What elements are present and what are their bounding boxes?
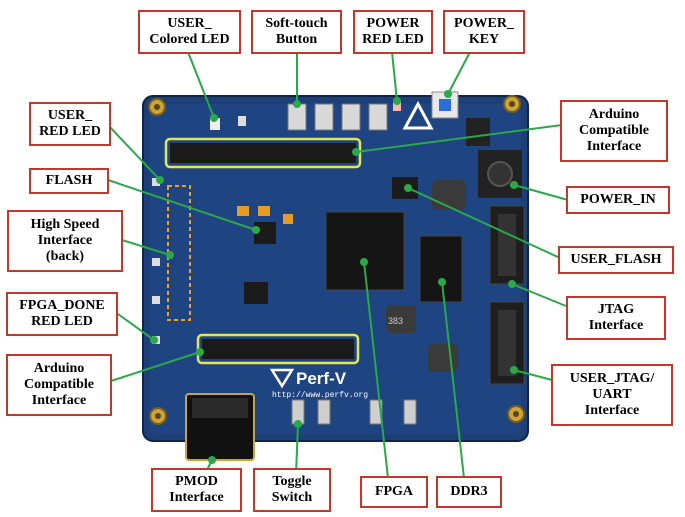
label-user-red-led: USER_ RED LED [29,102,111,146]
arduino-header-top [164,137,362,169]
label-arduino-bottom: Arduino Compatible Interface [6,354,112,416]
power-jack [478,150,522,198]
arduino-header-bottom [196,333,360,365]
label-user-jtag-uart: USER_JTAG/ UART Interface [551,364,673,426]
label-flash: FLASH [29,168,109,194]
soft-touch-buttons [287,103,388,131]
label-soft-touch-button: Soft-touch Button [251,10,342,54]
toggle-switches [291,399,417,425]
board-logo-mark [402,100,434,130]
label-user-colored-led: USER_ Colored LED [138,10,241,54]
caps-orange [237,206,249,216]
label-fpga: FPGA [360,476,428,508]
small-ic-top [466,118,490,146]
jtag-connector [489,205,525,285]
label-ddr3: DDR3 [436,476,502,508]
label-fpga-done: FPGA_DONE RED LED [6,292,118,336]
label-power-key: POWER_ KEY [443,10,525,54]
ddr3-chip [419,235,463,303]
power-led [393,101,401,111]
mounting-holes [148,95,525,425]
label-toggle-switch: Toggle Switch [253,468,331,512]
leader-dots [150,90,518,464]
chip-mark: 383 [388,316,403,326]
small-ic-left [244,282,268,304]
perfv-logo: Perf-V http://www.perfv.org [269,368,368,400]
label-power-in: POWER_IN [566,186,670,214]
led-row-top [210,116,246,130]
label-user-flash: USER_FLASH [558,246,674,274]
label-high-speed: High Speed Interface (back) [7,210,123,272]
cap-orange-2 [258,206,270,216]
flash-chip [254,222,276,244]
pmod-header [185,393,255,461]
cap-orange-3 [283,214,293,224]
leader-lines [107,51,569,479]
inductor-top [432,180,466,210]
logo-text: Perf-V [296,369,347,388]
inductor-bottom-1 [386,305,416,333]
label-power-red-led: POWER RED LED [353,10,433,54]
url-text: http://www.perfv.org [272,391,368,400]
label-jtag: JTAG Interface [566,296,666,340]
label-arduino-top: Arduino Compatible Interface [560,100,668,162]
label-pmod: PMOD Interface [151,468,242,512]
inductor-bottom-2 [428,344,458,372]
